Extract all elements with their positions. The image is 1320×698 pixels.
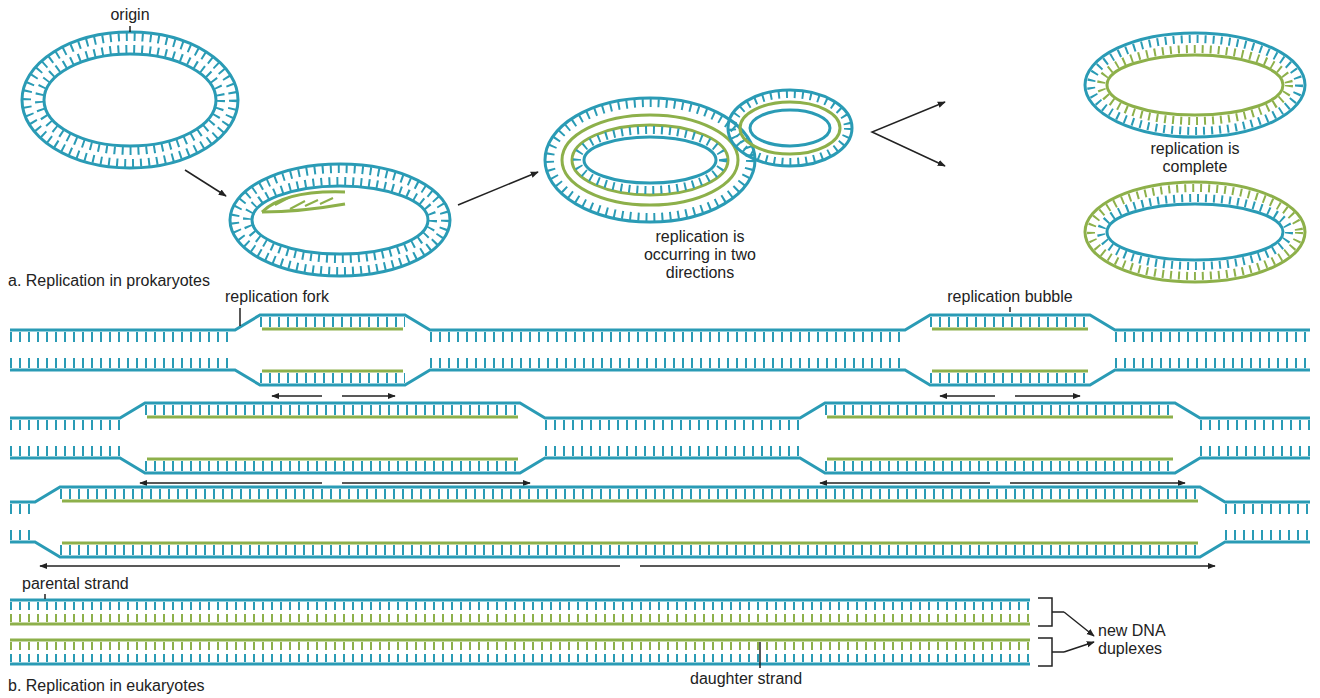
leader-line [759,642,761,668]
part-label: new DNA duplexes [1098,622,1228,658]
theta-structure [545,90,852,222]
dna-duplex [10,600,1030,624]
leader-line [1009,307,1011,312]
part-label: parental strand [22,575,129,593]
linear-dna-row [10,487,1310,557]
daughter-circular-dna [1085,33,1305,137]
figure-caption: a. Replication in prokaryotes [8,272,210,290]
process-note: replication is occurring in two directio… [625,228,775,282]
linear-dna-row [10,315,1310,385]
bracket [1038,598,1094,666]
leader-line [44,594,46,599]
linear-dna-row [10,403,1310,473]
circular-dna [22,32,238,168]
process-arrow [185,102,945,205]
replicating-circular-dna [230,164,450,276]
leader-line [239,308,241,326]
direction-arrow [272,395,1080,397]
direction-arrow [40,565,1215,567]
part-label: replication fork [225,288,329,306]
dna-duplex [10,640,1030,664]
part-label: daughter strand [690,670,802,688]
part-label: origin [85,6,175,24]
part-label: replication bubble [920,288,1100,306]
daughter-circular-dna [1085,182,1305,282]
process-note: replication is complete [1120,140,1270,176]
figure-caption: b. Replication in eukaryotes [8,677,205,695]
direction-arrow [140,482,1185,484]
leader-line [129,26,131,32]
